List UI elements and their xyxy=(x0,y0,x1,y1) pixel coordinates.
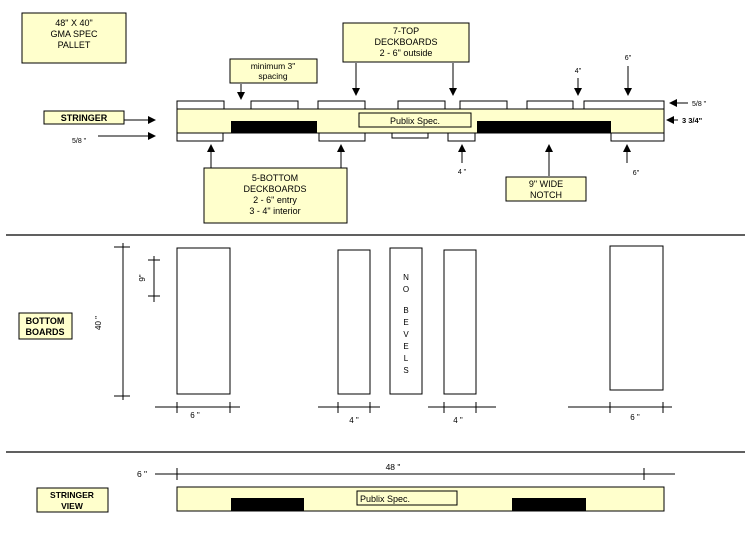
dim-6in-right-label: 6 " xyxy=(630,413,640,422)
no-bevels-letter: V xyxy=(403,330,409,339)
bottom-deckboards-line-2: DECKBOARDS xyxy=(243,184,306,194)
top-deckboards-line-1: 7-TOP xyxy=(393,26,419,36)
dim-4in-b-label: 4 " xyxy=(453,416,463,425)
bottom-deckboard-side xyxy=(176,132,224,142)
stringer-notch-left xyxy=(231,121,317,133)
top-6in-label: 6" xyxy=(625,55,632,62)
stringer-view-publix-label: Publix Spec. xyxy=(360,494,410,504)
top-deckboard xyxy=(583,100,665,110)
bottom-board-4in-b xyxy=(443,249,477,395)
bottom-board-6in-left xyxy=(176,247,231,395)
top-deckboards-line-2: DECKBOARDS xyxy=(374,37,437,47)
top-deckboard xyxy=(250,100,299,110)
no-bevels-letter: E xyxy=(403,342,408,351)
nine-in-label: 9" xyxy=(138,274,147,281)
min-spacing-line-1: minimum 3" xyxy=(251,61,296,71)
min-spacing-box xyxy=(229,58,318,84)
top-4in-label: 4" xyxy=(575,68,582,75)
bottom-6in-label: 6" xyxy=(633,170,640,177)
min-spacing-line-2: spacing xyxy=(258,71,288,81)
top-deckboard xyxy=(459,100,508,110)
bottom-boards-line-1: BOTTOM xyxy=(26,316,65,326)
bottom-deckboards-line-1: 5-BOTTOM xyxy=(252,173,298,183)
no-bevels-letter: O xyxy=(403,285,409,294)
top-deckboard xyxy=(317,100,366,110)
no-bevels-letter: S xyxy=(403,366,408,375)
stringer-view-label-box xyxy=(36,487,109,513)
bottom-board-6in-right xyxy=(609,245,664,391)
height-label: 3 3/4" xyxy=(682,116,703,125)
bottom-deckboard-side xyxy=(391,132,429,139)
top-deckboards-box xyxy=(342,22,470,63)
bottom-board-no-bevels xyxy=(389,247,423,395)
notch-box xyxy=(505,176,587,202)
no-bevels-letter: N xyxy=(403,273,409,282)
forty-in-label: 40 " xyxy=(94,316,103,330)
bottom-deckboard-side xyxy=(610,132,665,142)
bottom-deckboards-line-4: 3 - 4" interior xyxy=(249,206,300,216)
stringer-view-publix-box xyxy=(356,490,458,506)
no-bevels-letter: B xyxy=(403,306,408,315)
bottom-board-4in-a xyxy=(337,249,371,395)
stringer-label: STRINGER xyxy=(61,113,108,123)
bottom-deckboards-line-3: 2 - 6" entry xyxy=(253,195,297,205)
pallet-spec-box xyxy=(21,12,127,64)
bottom-deckboard-side xyxy=(447,132,476,142)
stringer-view-line-1: STRINGER xyxy=(50,490,94,500)
bottom-boards-label-box xyxy=(18,312,73,340)
dim-6in-left-label: 6 " xyxy=(190,411,200,420)
stringer-view-line-2: VIEW xyxy=(61,501,84,511)
dim-48in-label: 48 " xyxy=(386,462,401,472)
stringer-label-box xyxy=(43,110,125,125)
bottom-deckboards-box xyxy=(203,167,348,224)
stringer-view-notch-right xyxy=(512,498,586,511)
top-deckboard xyxy=(526,100,574,110)
bottom-4in-label: 4 " xyxy=(458,169,467,176)
pallet-spec-line-3: PALLET xyxy=(58,40,91,50)
stringer-view-notch-left xyxy=(231,498,304,511)
top-deckboard xyxy=(176,100,225,110)
dim-4in-a-label: 4 " xyxy=(349,416,359,425)
stringer-notch-right xyxy=(477,121,611,133)
pallet-spec-line-1: 48" X 40" xyxy=(55,18,92,28)
publix-spec-box xyxy=(358,112,472,128)
bottom-deckboard-side xyxy=(318,132,366,142)
notch-line-2: NOTCH xyxy=(530,190,562,200)
dim-6in-sv-label: 6 " xyxy=(137,469,147,479)
no-bevels-letter: E xyxy=(403,318,408,327)
top-deckboard xyxy=(397,100,446,110)
five-eighths-top-label: 5/8 " xyxy=(692,101,707,108)
notch-line-1: 9" WIDE xyxy=(529,179,563,189)
five-eighths-left-label: 5/8 " xyxy=(72,138,87,145)
bottom-boards-line-2: BOARDS xyxy=(25,327,64,337)
no-bevels-letter: L xyxy=(404,354,409,363)
publix-spec-label: Publix Spec. xyxy=(390,116,440,126)
top-deckboards-line-3: 2 - 6" outside xyxy=(380,48,433,58)
pallet-spec-line-2: GMA SPEC xyxy=(50,29,98,39)
